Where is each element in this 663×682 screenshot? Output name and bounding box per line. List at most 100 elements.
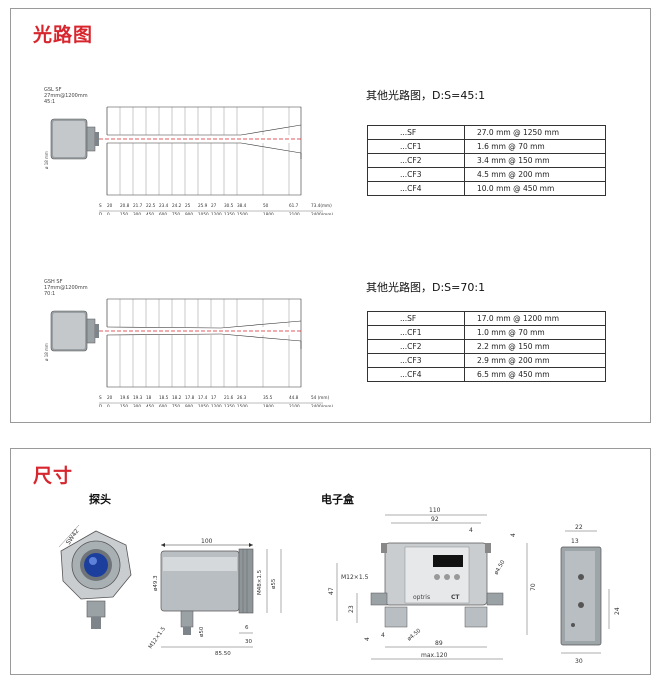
box-d4a: 4 bbox=[469, 527, 473, 534]
spec-value: 6.5 mm @ 450 mm bbox=[464, 367, 606, 382]
probe-8550: 85.50 bbox=[215, 651, 231, 657]
spec-model: ...CF3 bbox=[367, 353, 465, 368]
distance-label: 1050 bbox=[198, 404, 209, 407]
distance-label: 750 bbox=[172, 404, 180, 407]
side-w22: 22 bbox=[575, 524, 583, 531]
box-h47: 47 bbox=[328, 587, 335, 595]
probe-6: 6 bbox=[245, 625, 249, 631]
spot-label: S bbox=[99, 203, 102, 208]
distance-label: 1800 bbox=[263, 212, 274, 215]
spot-label: 17.4 bbox=[198, 395, 208, 400]
distance-label: 450 bbox=[146, 404, 154, 407]
spot-label: 20 bbox=[107, 203, 113, 208]
spot-label: 20.8 bbox=[120, 203, 130, 208]
spot-label: 24.2 bbox=[172, 203, 182, 208]
spec-model: ...SF bbox=[367, 125, 465, 140]
box-w110: 110 bbox=[429, 507, 441, 514]
spec-value: 3.4 mm @ 150 mm bbox=[464, 153, 606, 168]
spot-label: 35.5 bbox=[263, 395, 273, 400]
box-front-view: 110 92 4 4 optris CT ø4.50 70 M12×1.5 47… bbox=[328, 507, 537, 660]
box-h4: 4 bbox=[364, 637, 371, 641]
distance-label: 1050 bbox=[198, 212, 209, 215]
diagram1-spot-info: 27mm@1200mm bbox=[44, 93, 88, 99]
spot-label: 30.5 bbox=[224, 203, 234, 208]
distance-label: 750 bbox=[172, 212, 180, 215]
diagram2-spot-info: 17mm@1200mm bbox=[44, 285, 88, 291]
box-h70: 70 bbox=[530, 583, 537, 591]
distance-label: 900 bbox=[185, 212, 193, 215]
spot-label: 18.2 bbox=[172, 395, 182, 400]
spot-label: 27 bbox=[211, 203, 217, 208]
lens-label-2: ø 18 mm bbox=[44, 343, 49, 361]
spot-label: 25 bbox=[185, 203, 191, 208]
spec-model: ...CF4 bbox=[367, 181, 465, 196]
probe-dia-55: ø55 bbox=[271, 578, 277, 589]
spot-label: 21.6 bbox=[224, 395, 234, 400]
distance-label: D bbox=[99, 404, 102, 407]
distance-label: 2100 bbox=[289, 404, 300, 407]
spot-label: 17.8 bbox=[185, 395, 195, 400]
box-side-view: 22 13 24 30 bbox=[560, 524, 621, 665]
probe-thread: M48×1.5 bbox=[257, 569, 263, 595]
side-13: 13 bbox=[571, 538, 579, 545]
box-w92: 92 bbox=[431, 516, 439, 523]
box-title: 电子盒 bbox=[321, 493, 354, 506]
spot-label: 38.4 bbox=[237, 203, 247, 208]
spot-label: 19.6 bbox=[120, 395, 130, 400]
lens-label: ø 18 mm bbox=[44, 151, 49, 169]
box-dia450a: ø4.50 bbox=[494, 559, 507, 576]
spot-label: 17 bbox=[211, 395, 217, 400]
distance-label: 1350 bbox=[224, 212, 235, 215]
distance-label: 0 bbox=[107, 404, 110, 407]
distance-label: 900 bbox=[185, 404, 193, 407]
box-dia450b: ø4.50 bbox=[406, 628, 422, 643]
box-w4: 4 bbox=[381, 632, 385, 639]
box-d4b: 4 bbox=[510, 533, 517, 537]
distance-label: 1350 bbox=[224, 404, 235, 407]
spot-label: 54 (mm) bbox=[311, 395, 329, 400]
spec-model: ...CF4 bbox=[367, 367, 465, 382]
distance-label: 150 bbox=[120, 404, 128, 407]
probe-length: 100 bbox=[201, 538, 213, 545]
box-brand: optris bbox=[413, 594, 430, 601]
distance-label: 600 bbox=[159, 404, 167, 407]
distance-label: 2400(mm) bbox=[311, 212, 333, 215]
probe-front-view: SW42 bbox=[58, 524, 132, 629]
spec-value: 4.5 mm @ 200 mm bbox=[464, 167, 606, 182]
distance-label: 1500 bbox=[237, 212, 248, 215]
distance-label: 1200 bbox=[211, 404, 222, 407]
distance-label: 600 bbox=[159, 212, 167, 215]
diagram1-model: GSL SF bbox=[44, 87, 62, 93]
spot-label: 19.3 bbox=[133, 395, 143, 400]
spot-label: 50 bbox=[263, 203, 269, 208]
dimensions-panel: 尺寸 探头 电子盒 SW42 100 ø49.3 M48×1.5 ø55 M12… bbox=[10, 448, 651, 675]
probe-dia-49: ø49.3 bbox=[153, 575, 159, 591]
spec-model: ...CF2 bbox=[367, 339, 465, 354]
spec-model: ...SF bbox=[367, 311, 465, 326]
spec-value: 1.6 mm @ 70 mm bbox=[464, 139, 606, 154]
spec-model: ...CF1 bbox=[367, 139, 465, 154]
distance-label: 150 bbox=[120, 212, 128, 215]
distance-label: 0 bbox=[107, 212, 110, 215]
table2-title: 其他光路图，D:S=70:1 bbox=[366, 281, 486, 294]
spec-model: ...CF3 bbox=[367, 167, 465, 182]
distance-label: 2400(mm) bbox=[311, 404, 333, 407]
distance-label: 2100 bbox=[289, 212, 300, 215]
spot-label: 22.5 bbox=[146, 203, 156, 208]
side-w30: 30 bbox=[575, 658, 583, 665]
spot-label: 61.7 bbox=[289, 203, 299, 208]
optics-title: 光路图 bbox=[33, 24, 94, 46]
box-w89: 89 bbox=[435, 640, 443, 647]
